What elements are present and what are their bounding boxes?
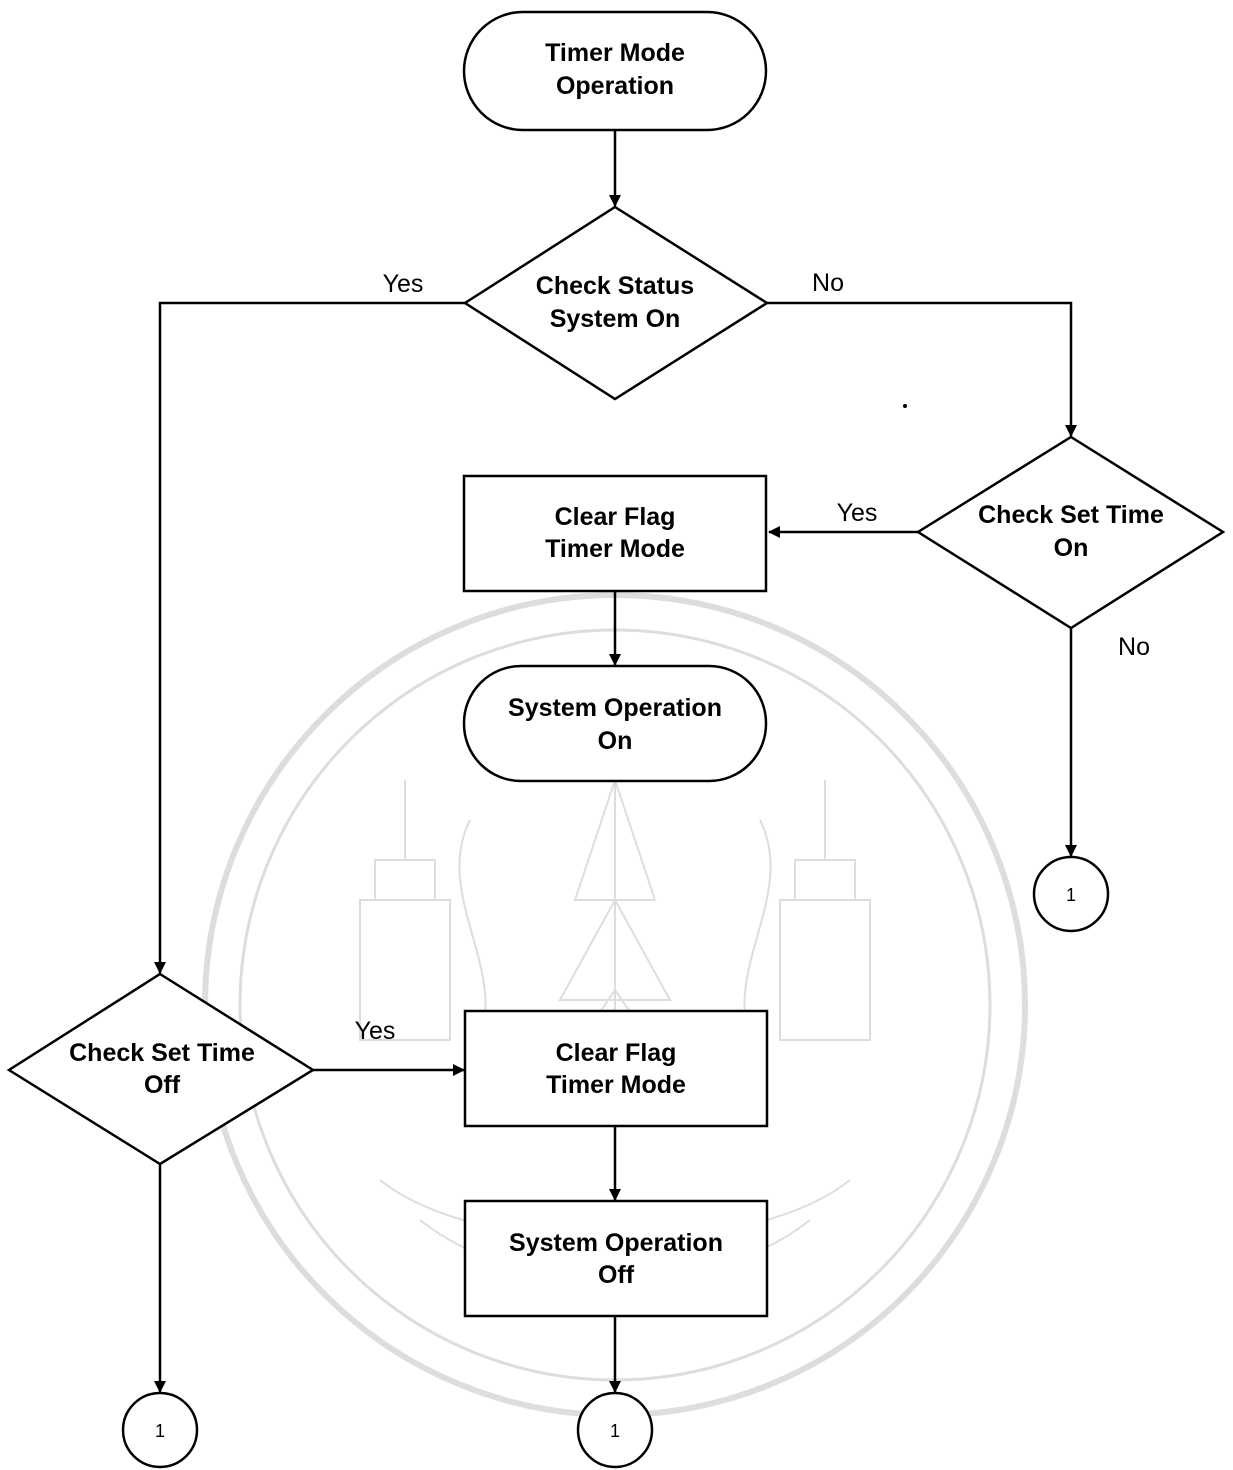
decision-check-set-time-off: Check Set Time Off bbox=[6, 972, 316, 1166]
connector-1-right: 1 bbox=[1032, 855, 1110, 933]
node-line: System Operation bbox=[509, 1229, 723, 1257]
node-line: Check Status bbox=[536, 272, 694, 300]
node-line: On bbox=[1054, 534, 1089, 562]
status-no-label: No bbox=[812, 269, 844, 297]
connector-1-left: 1 bbox=[121, 1391, 199, 1469]
connector-1-center: 1 bbox=[576, 1391, 654, 1469]
edge-status-yes bbox=[154, 301, 465, 974]
node-line: Check Set Time bbox=[69, 1039, 255, 1067]
process-clear-flag-timer-mode-2: Clear Flag Timer Mode bbox=[463, 1009, 769, 1128]
node-line: Clear Flag bbox=[556, 1039, 677, 1067]
node-line: Operation bbox=[556, 72, 674, 100]
node-line: Off bbox=[144, 1071, 181, 1099]
status-yes-label: Yes bbox=[383, 270, 424, 298]
process-clear-flag-timer-mode-1: Clear Flag Timer Mode bbox=[462, 474, 768, 593]
connector-label: 1 bbox=[155, 1421, 165, 1441]
time-off-yes-label: Yes bbox=[355, 1017, 396, 1045]
node-system-operation-on: System Operation On bbox=[462, 664, 768, 783]
node-timer-mode-operation: Timer Mode Operation bbox=[462, 10, 768, 132]
time-on-yes-label: Yes bbox=[837, 499, 878, 527]
connector-label: 1 bbox=[1066, 885, 1076, 905]
time-on-no-label: No bbox=[1118, 633, 1150, 661]
node-line: Off bbox=[598, 1261, 635, 1289]
node-line: Timer Mode bbox=[545, 39, 685, 67]
stray-dot bbox=[903, 404, 907, 408]
decision-check-set-time-on: Check Set Time On bbox=[915, 435, 1226, 630]
edges bbox=[154, 130, 1077, 1393]
node-line: On bbox=[598, 727, 633, 755]
node-line: System Operation bbox=[508, 694, 722, 722]
process-system-operation-off: System Operation Off bbox=[463, 1199, 769, 1318]
edge-status-no bbox=[767, 301, 1077, 437]
node-line: Timer Mode bbox=[545, 535, 685, 563]
node-line: Timer Mode bbox=[546, 1071, 686, 1099]
node-line: System On bbox=[550, 305, 681, 333]
node-line: Clear Flag bbox=[555, 503, 676, 531]
node-line: Check Set Time bbox=[978, 501, 1164, 529]
decision-check-status-system-on: Check Status System On bbox=[462, 205, 770, 401]
connector-label: 1 bbox=[610, 1421, 620, 1441]
